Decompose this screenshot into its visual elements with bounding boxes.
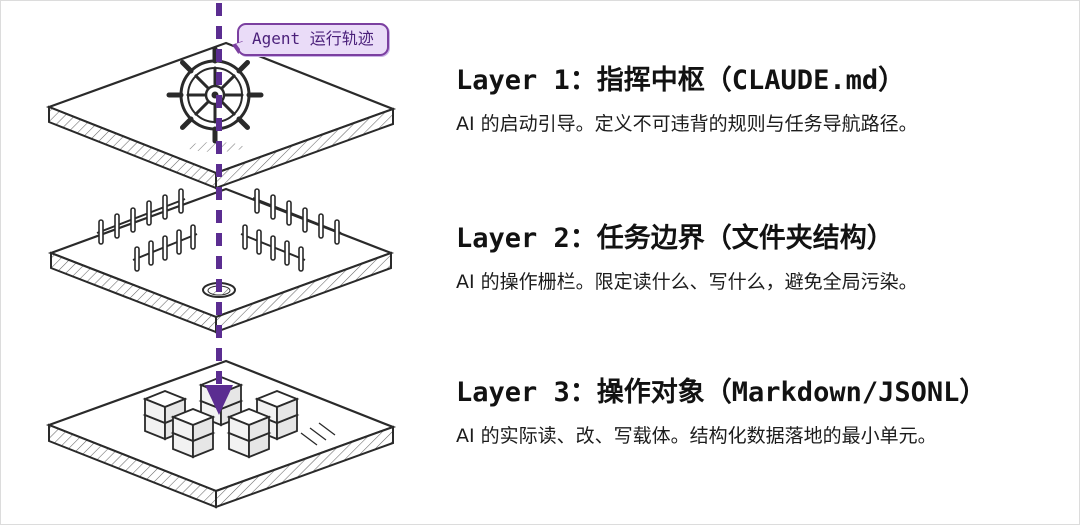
layers-diagram [45,3,397,509]
layer3-text-block: Layer 3：操作对象（Markdown/JSONL） AI 的实际读、改、写… [456,377,1069,450]
layer2-text-block: Layer 2：任务边界（文件夹结构） AI 的操作栅栏。限定读什么、写什么，避… [456,223,1069,296]
layer1-desc: AI 的启动引导。定义不可违背的规则与任务导航路径。 [456,113,918,136]
agent-trajectory-label: Agent 运行轨迹 [237,23,389,56]
layer3-desc: AI 的实际读、改、写载体。结构化数据落地的最小单元。 [456,425,937,448]
trajectory-arrowhead [205,385,233,415]
ship-wheel-icon [166,46,264,152]
layer1-text-block: Layer 1：指挥中枢（CLAUDE.md） AI 的启动引导。定义不可违背的… [456,65,1069,138]
layer3-title: Layer 3：操作对象（Markdown/JSONL） [456,377,987,408]
layer2-desc: AI 的操作栅栏。限定读什么、写什么，避免全局污染。 [456,271,918,294]
bottom-platform [45,359,397,509]
layer1-title: Layer 1：指挥中枢（CLAUDE.md） [456,65,906,96]
trajectory-line [205,3,233,415]
layer-descriptions: Layer 1：指挥中枢（CLAUDE.md） AI 的启动引导。定义不可违背的… [456,1,1069,524]
agent-trajectory-text: Agent 运行轨迹 [252,29,374,48]
layer2-title: Layer 2：任务边界（文件夹结构） [456,223,894,254]
fence-icon [96,188,342,272]
cubes-icon [144,376,336,458]
